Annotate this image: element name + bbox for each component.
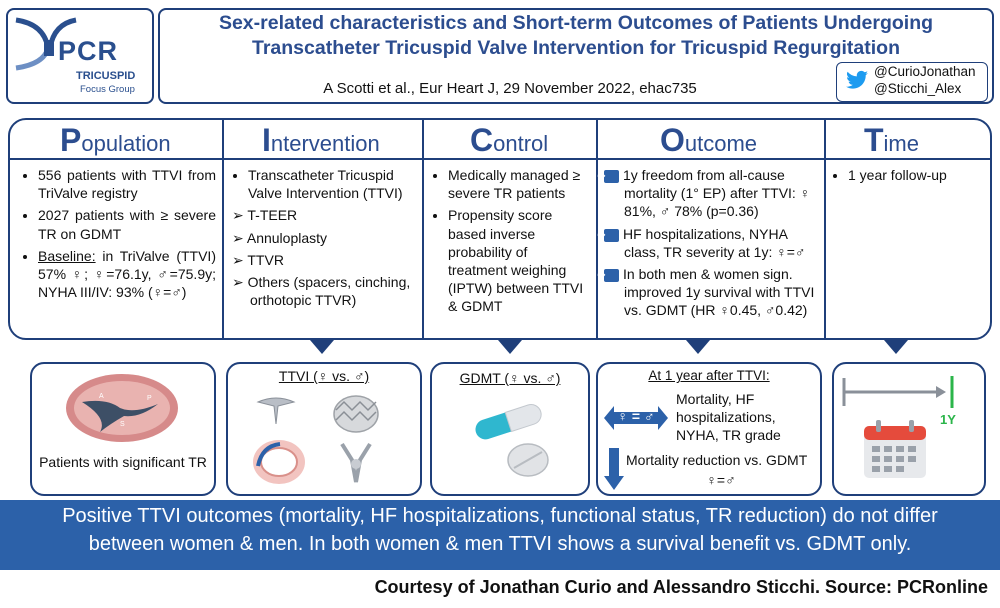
pcr-logo-icon	[15, 17, 77, 71]
timeline-arrow-icon	[842, 376, 954, 408]
logo-line2: Focus Group	[80, 84, 135, 95]
logo-brand: PCR	[58, 36, 119, 66]
arrow-down-icon	[604, 448, 624, 490]
picot-frame	[8, 118, 992, 340]
tricuspid-valve-icon: A P S	[66, 374, 178, 442]
page-title-line1: Sex-related characteristics and Short-te…	[218, 12, 934, 34]
population-body: 556 patients with TTVI from TriValve reg…	[22, 166, 216, 305]
pcr-logo-box	[6, 8, 154, 104]
column-divider	[824, 120, 826, 338]
control-body: Medically managed ≥ severe TR patients P…	[432, 166, 590, 320]
intervention-subitem: ➢ TTVR	[232, 251, 284, 268]
population-baseline: Baseline: in TriValve (TTVI) 57% ♀; ♀=76…	[38, 247, 216, 302]
column-divider	[422, 120, 424, 338]
column-divider	[222, 120, 224, 338]
heading-time: Time	[864, 122, 919, 158]
heading-control: Control	[470, 122, 549, 158]
mortality-reduction-text: Mortality reduction vs. GDMT	[626, 452, 808, 468]
outcome-item: ➡In both men & women sign. improved 1y s…	[597, 265, 815, 319]
citation: A Scotti et al., Eur Heart J, 29 Novembe…	[323, 80, 697, 97]
outcome-image-list: Mortality, HF hospitalizations, NYHA, TR…	[676, 391, 781, 444]
twitter-handle-curio[interactable]: @CurioJonathan	[874, 64, 976, 79]
courtesy-source: Courtesy of Jonathan Curio and Alessandr…	[374, 577, 988, 597]
calendar-icon	[864, 420, 926, 478]
title-box	[158, 8, 994, 104]
arrow-right-icon: ➡	[597, 228, 619, 242]
control-item: Propensity score based inverse probabili…	[448, 206, 590, 315]
capsule-pill-icon	[475, 404, 542, 440]
control-item: Medically managed ≥ severe TR patients	[448, 166, 590, 202]
logo-line1: TRICUSPID	[76, 70, 136, 82]
equal-badge-text: ♀ = ♂	[617, 408, 655, 424]
time-label-1y: 1Y	[940, 412, 956, 427]
time-item: 1 year follow-up	[848, 166, 984, 184]
outcome-item: ➡1y freedom from all-cause mortality (1°…	[597, 167, 811, 220]
mortality-reduction-equal: ♀=♂	[706, 472, 736, 488]
down-triangle-icon	[310, 340, 334, 354]
intervention-subitem: ➢ Others (spacers, cinching, orthotopic …	[232, 273, 411, 309]
svg-text:P: P	[147, 395, 152, 402]
outcome-image-box	[596, 362, 822, 496]
population-item: 556 patients with TTVI from TriValve reg…	[38, 166, 216, 202]
intervention-body: Transcatheter Tricuspid Valve Interventi…	[232, 166, 418, 313]
summary-line1: Positive TTVI outcomes (mortality, HF ho…	[62, 505, 938, 527]
time-body: 1 year follow-up	[832, 166, 984, 188]
heading-intervention: Intervention	[262, 122, 380, 158]
tablet-pill-icon	[507, 443, 549, 477]
down-triangle-icon	[884, 340, 908, 354]
equal-badge-icon	[604, 406, 668, 430]
intervention-main: Transcatheter Tricuspid Valve Interventi…	[248, 166, 418, 202]
heading-population: Population	[60, 122, 171, 158]
spacer-device-icon	[340, 442, 372, 483]
svg-text:A: A	[99, 393, 104, 400]
teer-device-icon	[256, 397, 296, 425]
down-triangle-icon	[686, 340, 710, 354]
down-triangle-icon	[498, 340, 522, 354]
population-item: 2027 patients with ≥ severe TR on GDMT	[38, 206, 216, 242]
gdmt-caption: GDMT (♀ vs. ♂)	[459, 370, 561, 386]
twitter-bird-icon	[846, 70, 868, 89]
svg-text:S: S	[120, 421, 125, 428]
arrow-right-icon: ➡	[597, 170, 619, 183]
summary-band	[0, 500, 1000, 570]
heading-outcome: Outcome	[660, 122, 758, 158]
page-title-line2: Transcatheter Tricuspid Valve Interventi…	[252, 37, 900, 59]
arrow-right-icon: ➡	[597, 268, 619, 282]
outcome-item: ➡HF hospitalizations, NYHA class, TR sev…	[597, 225, 806, 260]
annuloplasty-device-icon	[253, 440, 305, 484]
column-divider	[596, 120, 598, 338]
population-caption: Patients with significant TR	[39, 454, 207, 470]
intervention-subitem: ➢ T-TEER	[232, 207, 298, 224]
outcome-body: ➡1y freedom from all-cause mortality (1°…	[597, 166, 818, 324]
picot-header-rule	[10, 120, 990, 160]
ttvi-caption: TTVI (♀ vs. ♂)	[278, 368, 370, 384]
summary-line2: between women & men. In both women & men…	[88, 533, 912, 555]
twitter-handle-sticchi[interactable]: @Sticchi_Alex	[874, 81, 962, 96]
valve-stent-icon	[333, 395, 379, 433]
intervention-subitem: ➢ Annuloplasty	[232, 229, 328, 246]
outcome-image-title: At 1 year after TTVI:	[648, 368, 770, 383]
